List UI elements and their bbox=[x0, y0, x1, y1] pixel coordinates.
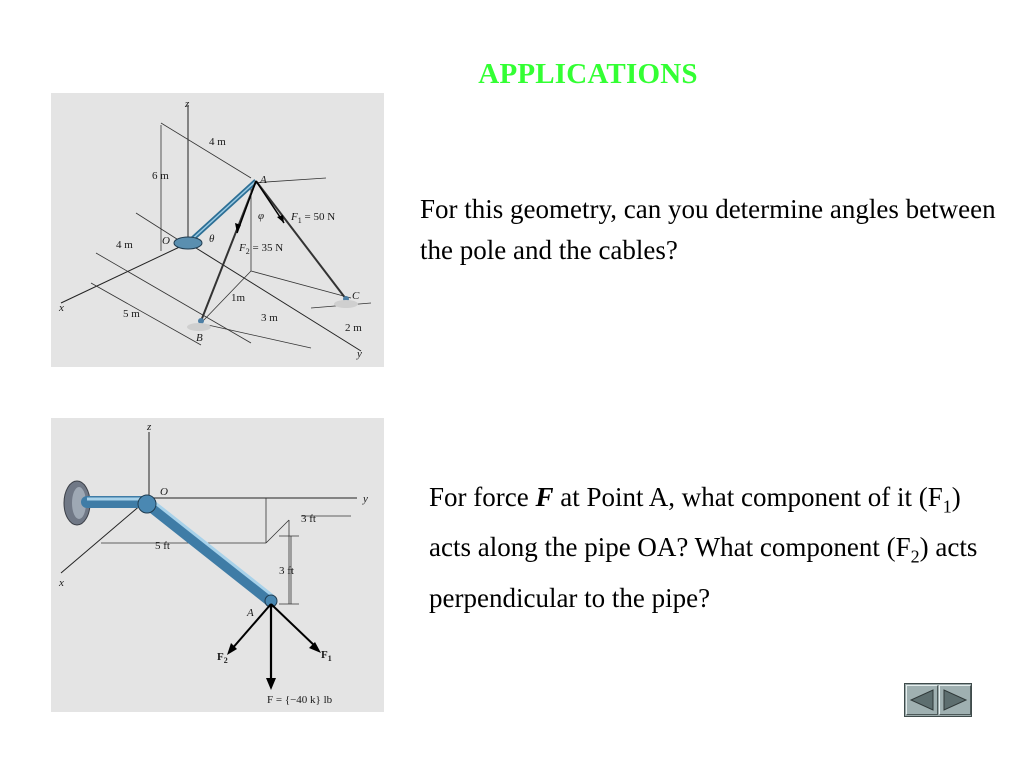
dim-3ft-top: 3 ft bbox=[301, 513, 316, 525]
pole-cables-diagram: z x y A B C O 4 m 6 m 4 m 5 m 1m 3 m 2 m… bbox=[58, 98, 372, 360]
label-z2: z bbox=[146, 421, 152, 433]
question-2-text: For force F at Point A, what component o… bbox=[429, 482, 978, 613]
pipe-force-diagram: z y x O A 3 ft 5 ft 3 ft F2 F1 F = {−40 … bbox=[58, 421, 368, 706]
label-phi: φ bbox=[258, 210, 264, 222]
dim-3m: 3 m bbox=[261, 312, 278, 324]
label-theta: θ bbox=[209, 233, 215, 245]
triangle-right-icon bbox=[943, 689, 968, 711]
cable-ac bbox=[255, 180, 347, 300]
y-axis bbox=[187, 242, 362, 352]
label-c: C bbox=[352, 290, 360, 302]
label-y2: y bbox=[362, 493, 368, 505]
force-symbol: F bbox=[535, 482, 554, 512]
label-x: x bbox=[58, 302, 64, 314]
label-y: y bbox=[356, 348, 362, 360]
x-axis bbox=[60, 242, 189, 304]
dim-2m: 2 m bbox=[345, 322, 362, 334]
dim-5ft: 5 ft bbox=[155, 540, 170, 552]
pipe-force-figure: z y x O A 3 ft 5 ft 3 ft F2 F1 F = {−40 … bbox=[51, 418, 384, 712]
next-slide-button[interactable] bbox=[939, 685, 971, 715]
pole-cables-figure: z x y A B C O 4 m 6 m 4 m 5 m 1m 3 m 2 m… bbox=[51, 93, 384, 367]
label-a: A bbox=[259, 174, 267, 186]
triangle-left-icon bbox=[909, 689, 934, 711]
pipe-oa bbox=[145, 500, 277, 607]
label-o2: O bbox=[160, 486, 168, 498]
x-axis-2 bbox=[60, 497, 150, 574]
label-f1-2: F1 bbox=[321, 649, 332, 663]
label-f2: F2 = 35 N bbox=[238, 242, 283, 256]
label-a2: A bbox=[246, 607, 254, 619]
question-1-text: For this geometry, can you determine ang… bbox=[420, 194, 996, 265]
previous-slide-button[interactable] bbox=[906, 685, 938, 715]
dim-5m: 5 m bbox=[123, 308, 140, 320]
dim-1m: 1m bbox=[231, 292, 246, 304]
label-force-value: F = {−40 k} lb bbox=[267, 694, 333, 706]
label-b: B bbox=[196, 332, 203, 344]
slide-title: APPLICATIONS bbox=[478, 58, 698, 90]
slide-navigation bbox=[904, 683, 972, 717]
label-f2-2: F2 bbox=[217, 651, 228, 665]
dim-4m-left: 4 m bbox=[116, 239, 133, 251]
dim-4m-top: 4 m bbox=[209, 136, 226, 148]
label-o: O bbox=[162, 235, 170, 247]
dim-3ft-right: 3 ft bbox=[279, 565, 294, 577]
label-x2: x bbox=[58, 577, 64, 589]
label-f1: F1 = 50 N bbox=[290, 211, 335, 225]
dim-6m: 6 m bbox=[152, 170, 169, 182]
label-z: z bbox=[184, 98, 190, 110]
